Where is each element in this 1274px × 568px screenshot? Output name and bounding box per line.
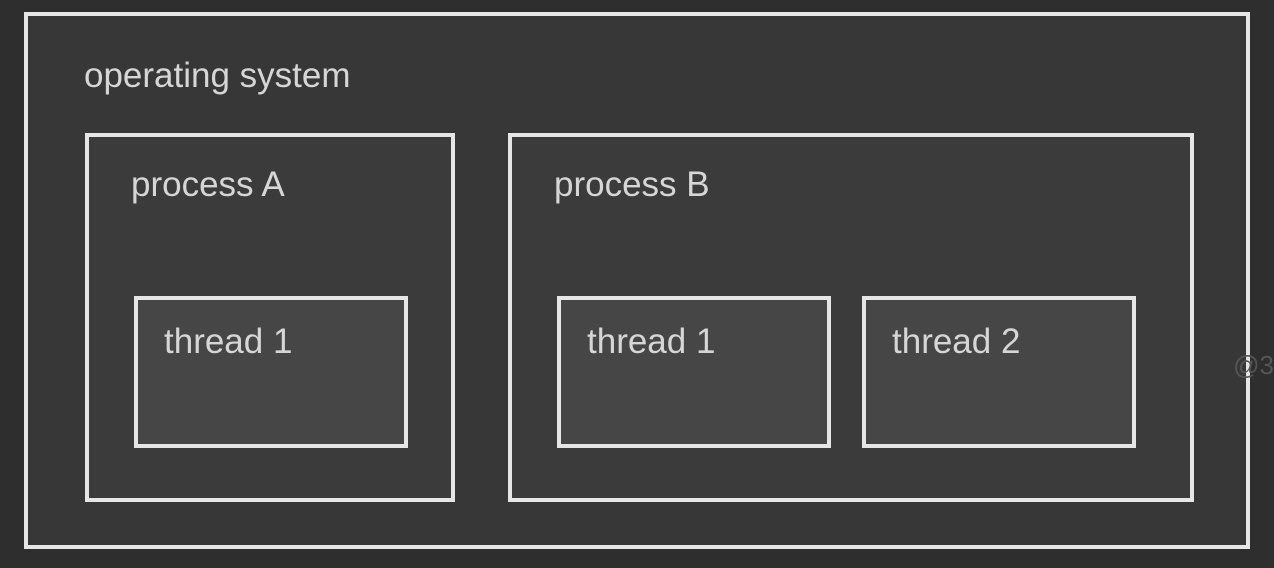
process-b-thread-1-box: thread 1 — [557, 296, 831, 448]
process-b-thread-1-label: thread 1 — [587, 322, 716, 361]
watermark-text: @3 — [1233, 350, 1274, 380]
process-a-thread-1-box: thread 1 — [134, 296, 408, 448]
process-b-box: process B thread 1 thread 2 — [508, 133, 1194, 502]
process-a-box: process A thread 1 — [85, 133, 455, 502]
process-a-thread-1-label: thread 1 — [164, 322, 293, 361]
process-b-label: process B — [554, 165, 710, 204]
process-b-thread-2-label: thread 2 — [892, 322, 1021, 361]
operating-system-label: operating system — [84, 56, 351, 95]
operating-system-box: operating system process A thread 1 proc… — [24, 12, 1250, 549]
process-a-label: process A — [131, 165, 285, 204]
process-b-thread-2-box: thread 2 — [862, 296, 1136, 448]
